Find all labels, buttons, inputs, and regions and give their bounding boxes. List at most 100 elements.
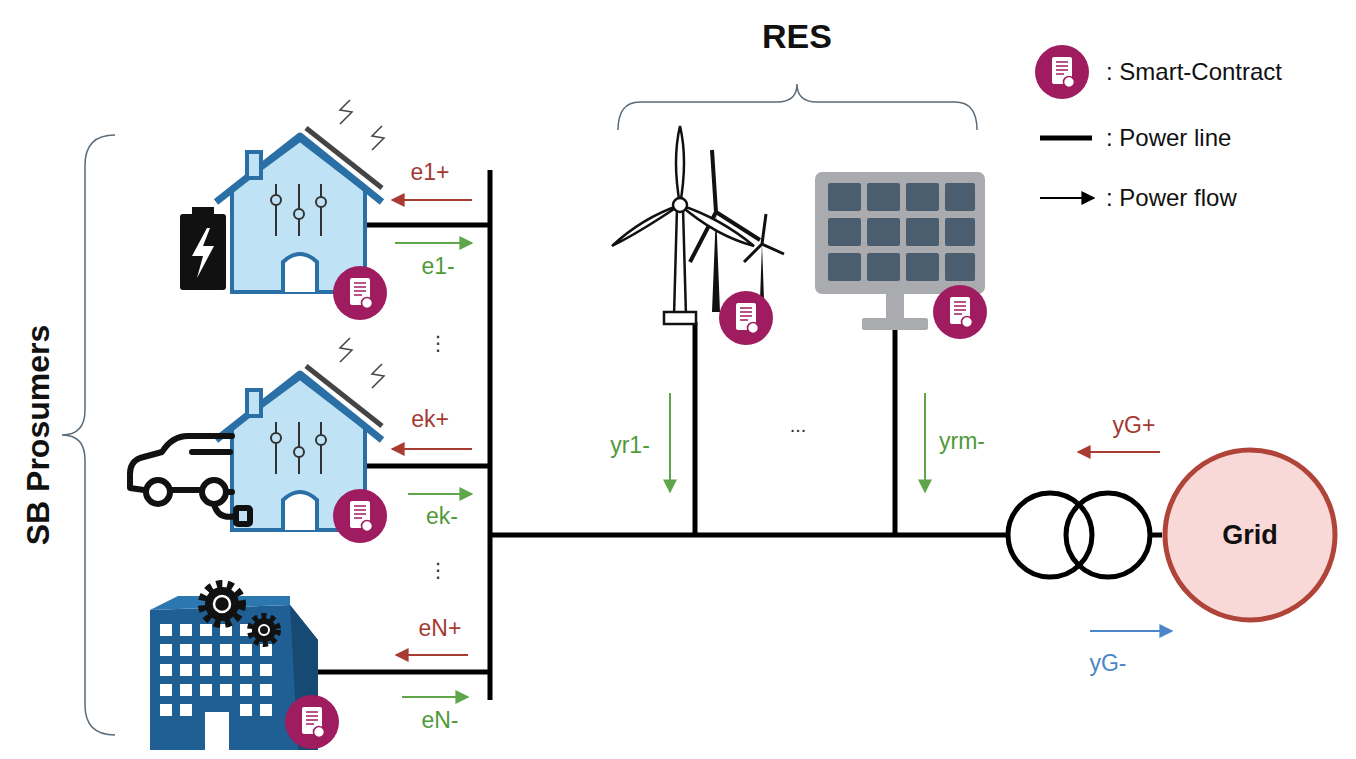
flow-label: ek- <box>426 505 458 528</box>
industrial-building-icon <box>180 624 192 636</box>
power-line <box>893 330 898 535</box>
power-line <box>318 170 1162 700</box>
industrial-building-icon <box>200 664 212 676</box>
industrial-building-icon <box>260 664 272 676</box>
industrial-building-icon <box>180 664 192 676</box>
flow-label: yG- <box>1089 652 1126 675</box>
battery-icon <box>180 207 226 290</box>
legend-text: : Power flow <box>1106 184 1237 212</box>
legend-entry: : Smart-Contract <box>1106 58 1282 86</box>
electric-car-icon <box>130 436 250 524</box>
legend-text: : Power line <box>1106 124 1231 152</box>
gear-icon <box>202 584 242 624</box>
solar-panel-icon <box>815 172 985 294</box>
grid-circle: Grid <box>1162 447 1338 623</box>
electric-car-icon <box>146 480 170 504</box>
solar-panel-icon <box>906 218 939 246</box>
illustration <box>333 489 387 543</box>
flow-label: eN+ <box>419 617 462 640</box>
power-flow-arrow <box>402 696 468 698</box>
solar-panel-icon <box>945 253 975 281</box>
industrial-building-icon <box>220 684 232 696</box>
gear-icon <box>205 587 239 621</box>
solar-panel-icon <box>867 253 900 281</box>
industrial-building-icon <box>200 624 212 636</box>
wind-turbine-icon <box>673 198 687 212</box>
solar-panel-icon <box>828 218 861 246</box>
power-line <box>365 464 490 469</box>
industrial-building-icon <box>240 664 252 676</box>
industrial-building-icon <box>160 624 172 636</box>
flow-label: yG+ <box>1113 414 1156 437</box>
solar-panel-icon <box>867 183 900 211</box>
flow-label: e1- <box>421 255 454 278</box>
industrial-building-icon <box>180 684 192 696</box>
power-line <box>693 322 698 535</box>
industrial-building-icon <box>220 664 232 676</box>
battery-icon <box>180 214 226 290</box>
wind-turbine-icon <box>744 214 784 262</box>
gear-icon <box>252 618 276 642</box>
industrial-building-icon <box>160 704 172 716</box>
electric-car-icon <box>192 449 230 455</box>
wind-turbine-icon <box>612 205 680 246</box>
solar-panel-icon <box>886 290 904 320</box>
power-flow-arrow <box>392 448 472 450</box>
ellipsis: ⋮ <box>428 560 448 580</box>
solar-panel-icon <box>945 183 975 211</box>
industrial-building-icon <box>180 644 192 656</box>
legend-power-line-sample <box>1040 136 1092 141</box>
power-line <box>488 170 493 700</box>
industrial-building-icon <box>200 644 212 656</box>
wind-turbine-icon <box>674 208 686 316</box>
industrial-building-icon <box>180 704 192 716</box>
power-line <box>490 533 1008 538</box>
power-line <box>365 223 490 228</box>
industrial-building-icon <box>160 684 172 696</box>
industrial-building-icon <box>160 664 172 676</box>
electric-car-icon <box>202 480 226 504</box>
flow-label: yrm- <box>939 430 985 453</box>
power-flow-arrow <box>669 393 671 492</box>
legend-entry: : Power flow <box>1106 184 1237 212</box>
node-outline <box>1165 450 1335 620</box>
industrial-building-icon <box>200 684 212 696</box>
node-label: Grid <box>1222 520 1278 551</box>
ellipsis: ⋮ <box>428 333 448 353</box>
illustration <box>216 100 384 292</box>
power-flow-arrow <box>408 493 472 495</box>
gear-icon <box>202 584 278 644</box>
flow-label: e1+ <box>410 161 449 184</box>
electric-car-icon <box>236 508 250 524</box>
power-flow-arrow <box>1078 451 1160 453</box>
solar-panel-icon <box>906 183 939 211</box>
legend-text: : Smart-Contract <box>1106 58 1282 86</box>
power-flow-arrow <box>396 654 468 656</box>
transformer-symbol <box>1008 493 1150 577</box>
industrial-building-icon <box>160 644 172 656</box>
solar-panel-icon <box>862 318 928 330</box>
wind-turbine-icon <box>676 126 684 205</box>
flow-label: yr1- <box>610 434 650 457</box>
industrial-building-icon <box>220 644 232 656</box>
industrial-building-icon <box>240 644 252 656</box>
illustration <box>719 291 773 345</box>
industrial-building-icon <box>240 704 252 716</box>
solar-panel-icon <box>906 253 939 281</box>
power-flow-arrow <box>924 393 926 492</box>
gear-icon <box>259 625 269 635</box>
wind-turbine-icon <box>664 312 696 324</box>
prosumer-brace <box>62 135 115 735</box>
illustration <box>933 285 987 339</box>
power-flow-arrow <box>395 242 472 244</box>
solar-panel-icon <box>945 218 975 246</box>
legend-entry: : Power line <box>1106 124 1231 152</box>
wind-turbine-icon <box>760 244 764 300</box>
power-flow-arrow <box>392 199 472 201</box>
illustration <box>333 266 387 320</box>
electric-car-icon <box>172 487 200 493</box>
solar-panel-icon <box>867 218 900 246</box>
wind-turbine-icon <box>680 205 754 246</box>
